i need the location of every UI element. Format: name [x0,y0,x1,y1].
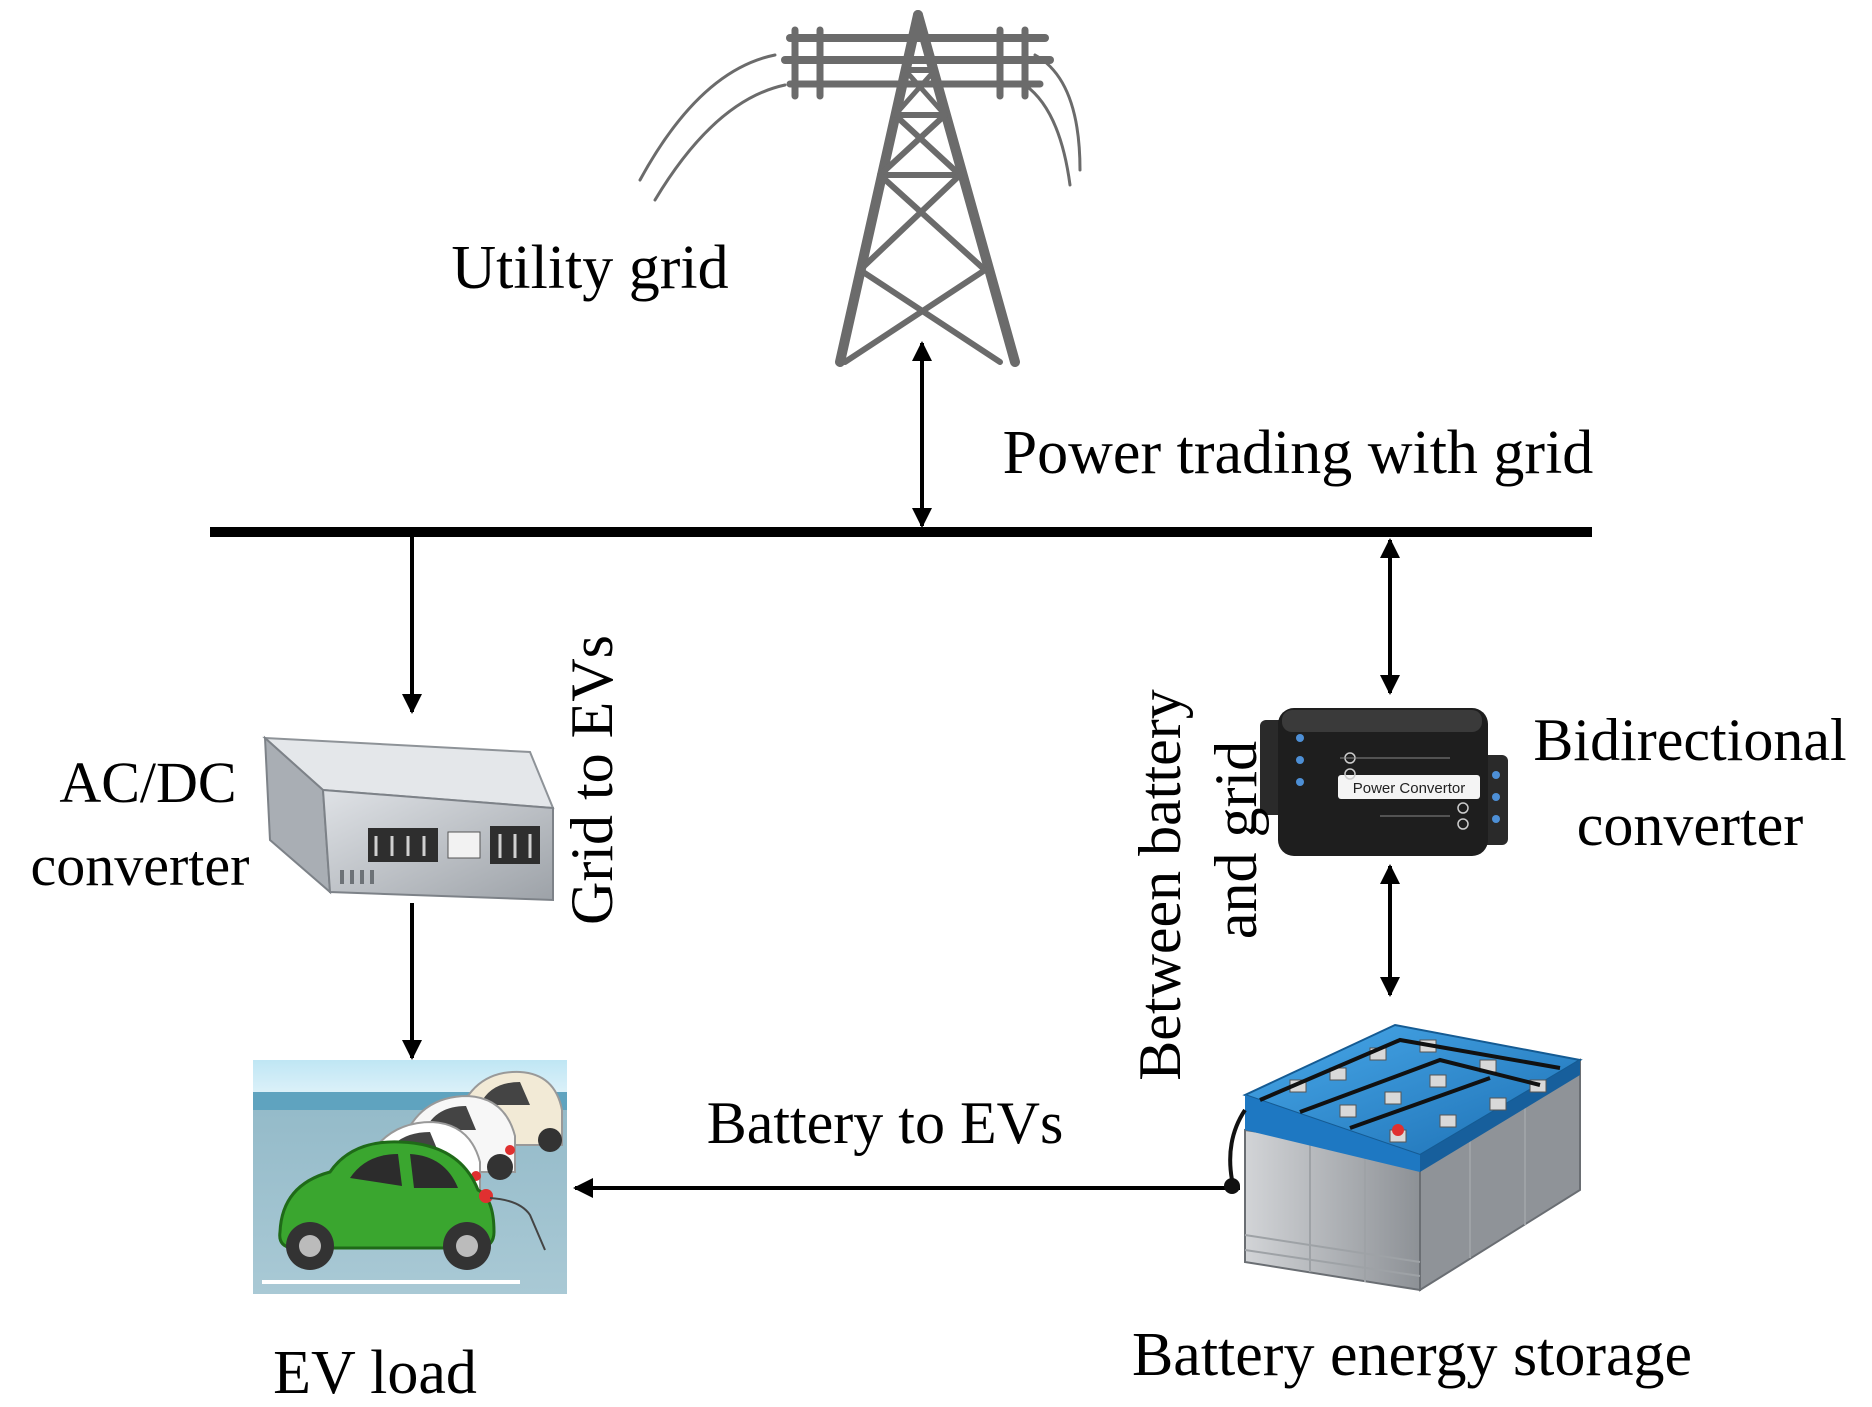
power-bus [210,341,1592,1198]
utility-grid-label: Utility grid [451,234,728,302]
bidirectional-converter-icon: Power Convertor [1260,708,1508,856]
transmission-tower-icon [638,10,1082,367]
between-battery-grid-label-line1: Between battery [1127,689,1193,1081]
converter-device-label: Power Convertor [1353,780,1466,797]
ev-car-green [278,1140,496,1270]
ev-parking-icon [253,1060,567,1294]
battery-to-evs-label: Battery to EVs [707,1090,1064,1156]
battery-storage-label: Battery energy storage [1132,1321,1692,1389]
battery-pack-icon [1224,1023,1583,1292]
bidirectional-converter-label-line1: Bidirectional [1533,707,1846,773]
grid-to-evs-label: Grid to EVs [559,635,625,925]
ev-load-label: EV load [273,1339,477,1407]
acdc-converter-label-line2: converter [31,833,250,898]
acdc-converter-icon [262,735,555,902]
acdc-converter-label-line1: AC/DC [59,750,236,815]
between-battery-grid-label-line2: and grid [1203,741,1269,939]
power-trading-label: Power trading with grid [1003,419,1594,487]
bidirectional-converter-label-line2: converter [1577,792,1804,858]
